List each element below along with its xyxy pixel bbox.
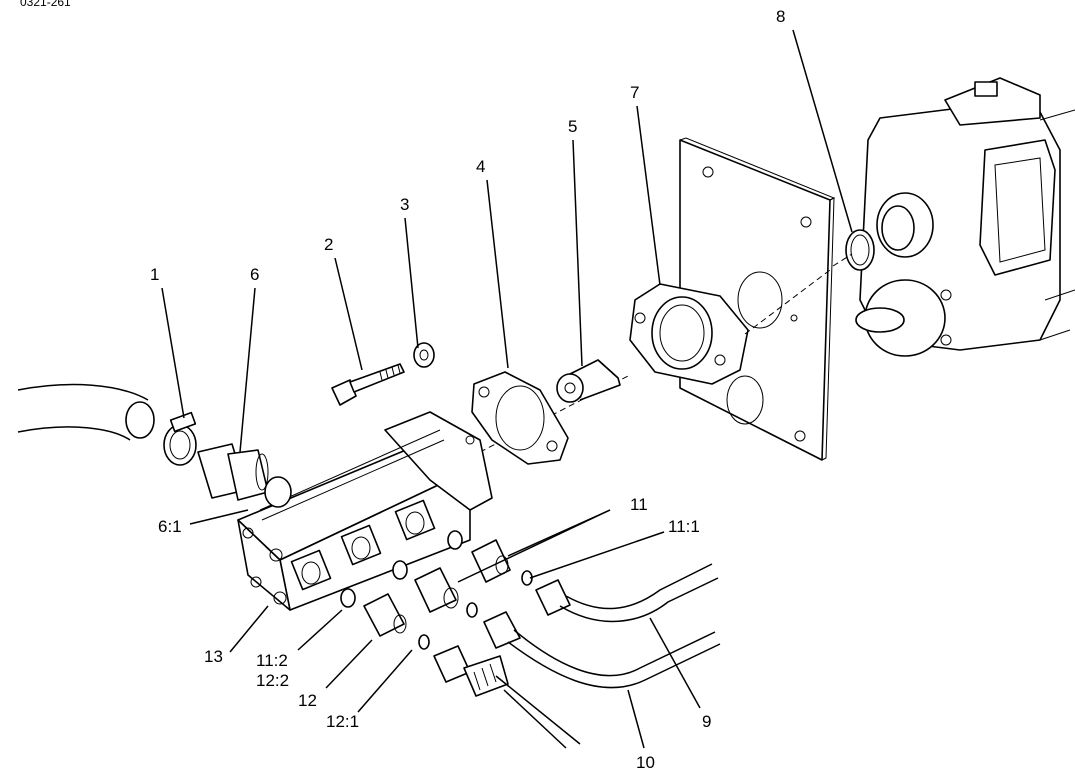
o-ring-part (845, 229, 875, 271)
callout-8: 8 (776, 7, 785, 26)
callout-3: 3 (400, 195, 409, 214)
hydraulic-valve-body (237, 411, 493, 611)
callout-6: 6 (250, 265, 259, 284)
washer-part (413, 342, 435, 368)
callout-12: 12 (298, 691, 317, 710)
callout-7: 7 (630, 83, 639, 102)
pump-part (855, 77, 1075, 357)
callout-9: 9 (702, 712, 711, 731)
hose-clamp-part (163, 411, 197, 466)
callout-11: 11 (630, 495, 648, 514)
leader-lines (161, 29, 853, 749)
callout-4: 4 (476, 157, 485, 176)
callout-11-1: 11:1 (668, 517, 700, 536)
adapter-part (197, 443, 292, 508)
bolt-part (331, 363, 405, 406)
figure-id: 0321-261 (20, 0, 71, 9)
coupling-part (556, 359, 621, 403)
tube-assembly-part (433, 563, 721, 749)
flange-part (629, 283, 749, 385)
callout-13: 13 (204, 647, 223, 666)
callout-2: 2 (324, 235, 333, 254)
hose-part (17, 383, 155, 441)
callout-5: 5 (568, 117, 577, 136)
callout-10: 10 (636, 753, 655, 772)
callout-labels: 1 6 2 3 4 5 7 8 6:1 11 11:1 13 11:2 12:2… (150, 7, 785, 772)
callout-6-1: 6:1 (158, 517, 182, 536)
callout-12-1: 12:1 (326, 712, 359, 731)
callout-1: 1 (150, 265, 159, 284)
gasket-part (471, 371, 569, 465)
callout-11-2: 11:2 (256, 651, 288, 670)
callout-12-2: 12:2 (256, 671, 289, 690)
